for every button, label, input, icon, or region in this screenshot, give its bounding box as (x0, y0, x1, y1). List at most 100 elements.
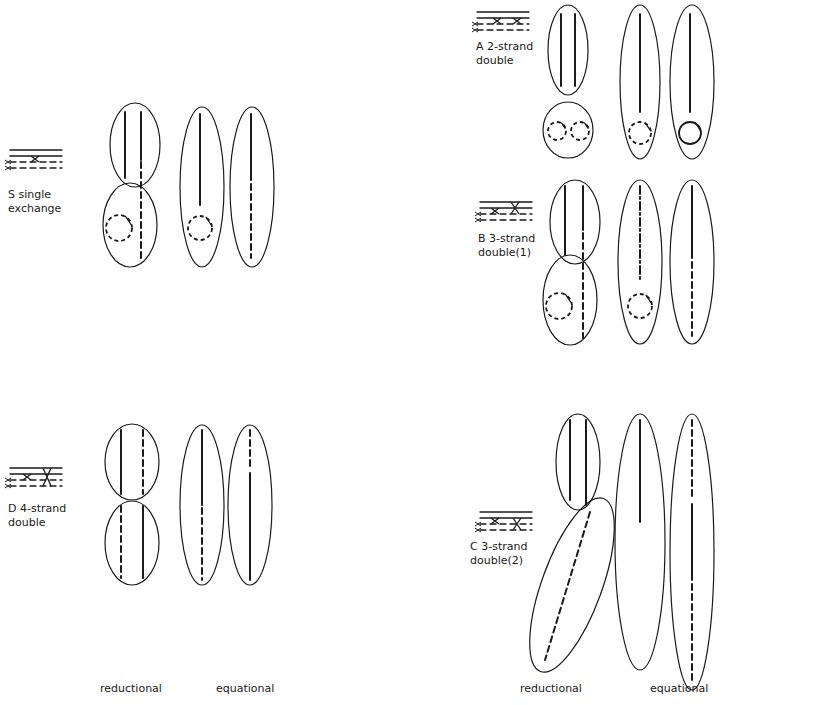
solid-chromatid (566, 294, 571, 302)
solid-chromatid (140, 112, 142, 160)
solid-chromatid (477, 11, 529, 12)
solid-chromatid (585, 123, 589, 128)
dashed-chromatid (201, 508, 203, 580)
solid-chromatid (691, 186, 693, 258)
solid-chromatid (10, 155, 62, 156)
cell-outline (670, 180, 714, 344)
exchange-cross (513, 518, 521, 530)
exchange-cross (31, 156, 39, 162)
solid-chromatid (201, 430, 203, 505)
ring-chromatid (679, 122, 701, 144)
case-label: D 4-strand double (8, 502, 70, 530)
ring-chromatid (188, 216, 212, 240)
solid-chromatid (691, 504, 693, 580)
centromere-mark (5, 478, 11, 482)
solid-chromatid (696, 123, 700, 130)
centromere-mark (5, 166, 11, 170)
exchange-cross (23, 474, 31, 480)
solid-chromatid (249, 473, 251, 580)
case-label: S single exchange (8, 188, 70, 216)
centromere-mark (475, 528, 481, 532)
solid-chromatid (564, 186, 566, 255)
column-heading: equational (216, 682, 306, 696)
dashed-chromatid (545, 512, 590, 660)
cell-outline (548, 5, 588, 95)
cell-outline (103, 183, 157, 267)
dashed-chromatid (480, 219, 532, 220)
case-label: A 2-strand double (476, 40, 546, 68)
dashed-chromatid (582, 233, 584, 338)
column-heading: reductional (520, 682, 610, 696)
dashed-chromatid (250, 184, 252, 258)
exchange-cross (43, 468, 51, 486)
dashed-chromatid (691, 420, 693, 500)
ring-chromatid (628, 294, 652, 318)
centromere-mark (472, 22, 478, 26)
column-heading: equational (650, 682, 740, 696)
solid-chromatid (206, 217, 211, 224)
cell-outline (543, 255, 597, 345)
solid-chromatid (560, 14, 562, 86)
solid-chromatid (574, 14, 576, 86)
cell-outline (550, 180, 600, 264)
solid-chromatid (585, 420, 587, 505)
cell-outline (180, 425, 224, 585)
solid-chromatid (10, 467, 62, 468)
centromere-mark (5, 160, 11, 164)
dashed-chromatid (480, 523, 532, 524)
dashed-chromatid (10, 161, 62, 162)
dashed-chromatid (691, 262, 693, 336)
solid-chromatid (10, 473, 62, 474)
dashed-chromatid (10, 479, 62, 480)
solid-chromatid (646, 123, 650, 130)
dashed-chromatid (140, 162, 142, 258)
solid-chromatid (480, 511, 532, 512)
cell-outline (670, 5, 714, 159)
cell-outline (670, 414, 714, 690)
column-heading: reductional (100, 682, 190, 696)
dashed-chromatid (639, 186, 641, 282)
case-label: B 3-strand double(1) (478, 232, 550, 260)
cell-outline (228, 425, 272, 585)
centromere-mark (475, 218, 481, 222)
solid-chromatid (689, 14, 691, 112)
ring-chromatid (106, 215, 132, 241)
cell-outline (615, 414, 665, 670)
centromere-mark (475, 522, 481, 526)
solid-chromatid (639, 14, 641, 112)
solid-chromatid (250, 114, 252, 180)
ring-chromatid (571, 122, 589, 140)
solid-chromatid (646, 295, 651, 302)
cell-outline (110, 103, 160, 187)
solid-chromatid (120, 430, 122, 494)
dashed-chromatid (691, 584, 693, 680)
case-label: C 3-strand double(2) (470, 540, 542, 568)
ring-chromatid (546, 293, 572, 319)
cell-outline (230, 107, 274, 267)
exchange-cross (511, 202, 519, 214)
solid-chromatid (639, 420, 641, 522)
cell-outline (620, 5, 660, 159)
exchange-cross (513, 18, 521, 24)
solid-chromatid (582, 186, 584, 230)
dashed-chromatid (10, 167, 62, 168)
exchange-cross (493, 18, 501, 24)
solid-chromatid (562, 123, 566, 128)
cell-outline (512, 488, 631, 681)
exchange-cross (491, 518, 499, 524)
ring-chromatid (629, 122, 651, 144)
solid-chromatid (199, 114, 201, 205)
ring-chromatid (548, 122, 566, 140)
dashed-chromatid (477, 29, 529, 30)
centromere-mark (5, 484, 11, 488)
solid-chromatid (124, 112, 126, 178)
cell-outline (618, 180, 662, 344)
dashed-chromatid (249, 430, 251, 470)
dashed-chromatid (480, 529, 532, 530)
cell-outline (556, 414, 600, 510)
dashed-chromatid (480, 213, 532, 214)
solid-chromatid (10, 149, 62, 150)
centromere-mark (472, 28, 478, 32)
